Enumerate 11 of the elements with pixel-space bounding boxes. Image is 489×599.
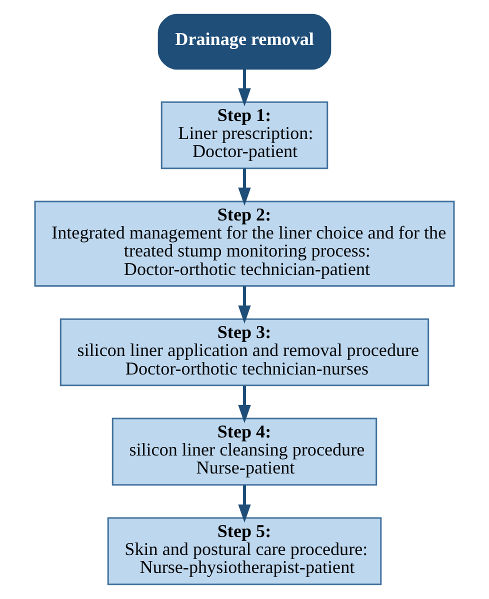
node-box: Step 1: Liner prescription: Doctor-patient	[160, 101, 328, 170]
arrow	[238, 168, 251, 206]
node-box: Step 5: Skin and postural care procedure: Nurse-physiotherapist-patient	[107, 517, 382, 586]
node-box: Step 2: Integrated management for the liner choice and for the treated stump monitoring process: Doctor-orthotic technician-patient	[34, 200, 455, 287]
node-box: Drainage removal	[158, 14, 332, 70]
node-box: Step 3: silicon liner application and removal procedure Doctor-orthotic technician-nurses	[60, 318, 430, 386]
arrow	[238, 286, 251, 324]
arrow	[238, 68, 251, 106]
arrow	[238, 485, 251, 523]
node-box: Step 4: silicon liner cleansing procedure Nurse-patient	[112, 418, 378, 486]
arrow	[238, 386, 251, 424]
